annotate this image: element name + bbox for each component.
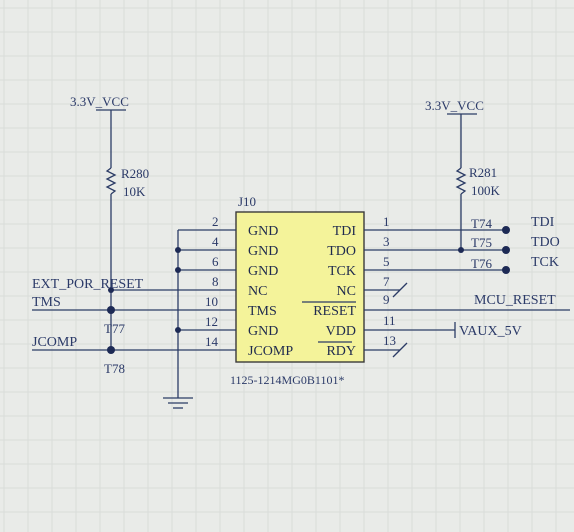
connector-ref: J10 [238,194,256,209]
test-point-t78-label: T78 [104,361,125,376]
pin-4-name: GND [248,244,278,259]
power-label-left: 3.3V_VCC [70,94,129,109]
resistor-r281 [455,167,467,195]
pin-8-number: 8 [212,274,219,289]
power-label-right: 3.3V_VCC [425,98,484,113]
pin-2-name: GND [248,224,278,239]
pin-14-name: JCOMP [248,344,293,359]
pin-11-number: 11 [383,313,396,328]
pin-9-name: RESET [313,304,356,319]
junction-dot [108,287,114,293]
pin-9-number: 9 [383,292,390,307]
pin-2-number: 2 [212,214,219,229]
net-label-jcomp: JCOMP [32,335,77,350]
connector-right-pins: 1 TDI 3 TDO 5 TCK 7 NC 9 RESET 11 VDD 13… [302,214,570,359]
connector-left-pins: 2 GND 4 GND 6 GND 8 NC 10 TMS 12 GND 14 … [32,214,293,359]
net-label-tms: TMS [32,295,61,310]
net-label-tck: TCK [531,255,559,270]
junction-dot [458,247,464,253]
pin-1-name: TDI [333,224,357,239]
pin-4-number: 4 [212,234,219,249]
pin-10-name: TMS [248,304,277,319]
junction-dot [175,267,181,273]
pin-7-name: NC [337,284,356,299]
test-point-t75-label: T75 [471,235,492,250]
pin-11-name: VDD [326,324,356,339]
test-point-t75 [502,246,510,254]
junction-dot [175,247,181,253]
test-point-t74 [502,226,510,234]
net-label-mcu-reset: MCU_RESET [474,293,556,308]
junction-dot [175,327,181,333]
pin-13-name: RDY [326,344,356,359]
resistor-r280-ref: R280 [121,166,149,181]
net-label-tdo: TDO [531,235,560,250]
test-point-t78 [107,346,115,354]
net-label-ext-por-reset: EXT_POR_RESET [32,277,144,292]
pin-13-number: 13 [383,333,396,348]
test-point-t77 [107,306,115,314]
pin-13-no-connect-mark [392,342,408,358]
resistor-r280-value: 10K [123,184,146,199]
pin-5-name: TCK [328,264,356,279]
pin-12-name: GND [248,324,278,339]
pin-7-no-connect-mark [392,282,408,298]
test-point-t76-label: T76 [471,256,492,271]
test-point-t77-label: T77 [104,321,125,336]
pin-5-number: 5 [383,254,390,269]
ground-symbol [163,397,193,409]
resistor-r280 [105,167,117,195]
pin-10-number: 10 [205,294,218,309]
net-label-tdi: TDI [531,215,555,230]
pin-8-name: NC [248,284,267,299]
test-point-t74-label: T74 [471,216,492,231]
pin-12-number: 12 [205,314,218,329]
pin-6-number: 6 [212,254,219,269]
connector-body [235,211,365,363]
resistor-r281-ref: R281 [469,165,497,180]
pin-1-number: 1 [383,214,390,229]
net-label-vaux: VAUX_5V [459,324,522,339]
pin-7-number: 7 [383,274,390,289]
pin-6-name: GND [248,264,278,279]
test-point-t76 [502,266,510,274]
pin-3-name: TDO [327,244,356,259]
connector-part-number: 1125-1214MG0B1101* [230,373,344,387]
pin-3-number: 3 [383,234,390,249]
resistor-r281-value: 100K [471,183,501,198]
pin-14-number: 14 [205,334,219,349]
